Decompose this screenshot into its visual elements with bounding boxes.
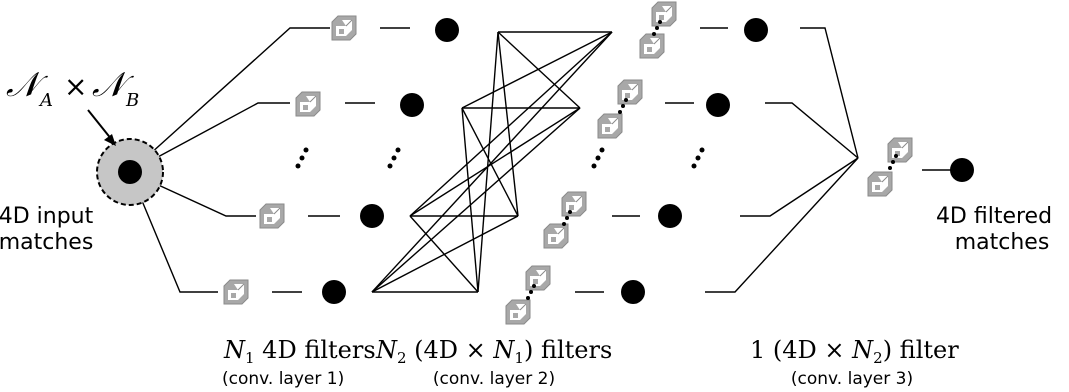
filter-cube-icon (887, 137, 913, 163)
filter-cube-icon (259, 203, 285, 229)
filter-cube-icon (525, 265, 551, 291)
set-b-subscript: B (125, 90, 139, 111)
layer3-caption: 1 (4D × N2) filter (750, 336, 959, 367)
vertical-ellipsis-icon (295, 147, 401, 169)
filter-cube-icon (543, 223, 569, 249)
node-dot-icon (360, 204, 384, 228)
filter-cube-icon (561, 191, 587, 217)
output-node (950, 158, 974, 182)
input-label-line2: matches (0, 230, 93, 255)
layer1-filters (223, 15, 357, 305)
node-dot-icon (435, 18, 459, 42)
filter-cube-icon (867, 171, 893, 197)
vertical-ellipsis-icon (591, 147, 705, 169)
layer1-nodes (322, 18, 459, 304)
filter-cube-icon (295, 91, 321, 117)
filter-cube-icon (223, 279, 249, 305)
filter-cube-icon (331, 15, 357, 41)
layer1-caption: N1 4D filters (223, 336, 376, 367)
layer2-caption: N2 (4D × N1) filters (375, 336, 612, 367)
node-dot-icon (706, 93, 730, 117)
input-annotation: 𝒩 A × 𝒩 B (6, 65, 139, 111)
set-a-subscript: A (38, 90, 53, 111)
times-symbol: × (64, 70, 87, 103)
node-dot-icon (322, 280, 346, 304)
node-dot-icon (744, 18, 768, 42)
node-dot-icon (658, 204, 682, 228)
connection-lines (129, 27, 952, 293)
layer1-subtitle: (conv. layer 1) (222, 369, 344, 389)
node-dot-icon (400, 93, 424, 117)
node-dot-icon (621, 280, 645, 304)
layer2-nodes (621, 18, 768, 304)
stack-dots (526, 20, 662, 300)
layer3-filter (867, 137, 913, 197)
input-annotation-arrow (87, 109, 113, 141)
layer2-subtitle: (conv. layer 2) (433, 369, 555, 389)
filter-cube-icon (597, 113, 623, 139)
input-matches-node (96, 138, 164, 206)
output-label-line2: matches (955, 230, 1050, 255)
filter-cube-icon (651, 1, 677, 27)
layer3-subtitle: (conv. layer 3) (791, 369, 913, 389)
output-label-line1: 4D filtered (936, 204, 1052, 229)
input-label-line1: 4D input (0, 204, 94, 229)
arrowhead-icon (104, 134, 116, 146)
filter-cube-icon (639, 33, 665, 59)
filter-cube-icon (617, 79, 643, 105)
filter-cube-icon (505, 299, 531, 325)
